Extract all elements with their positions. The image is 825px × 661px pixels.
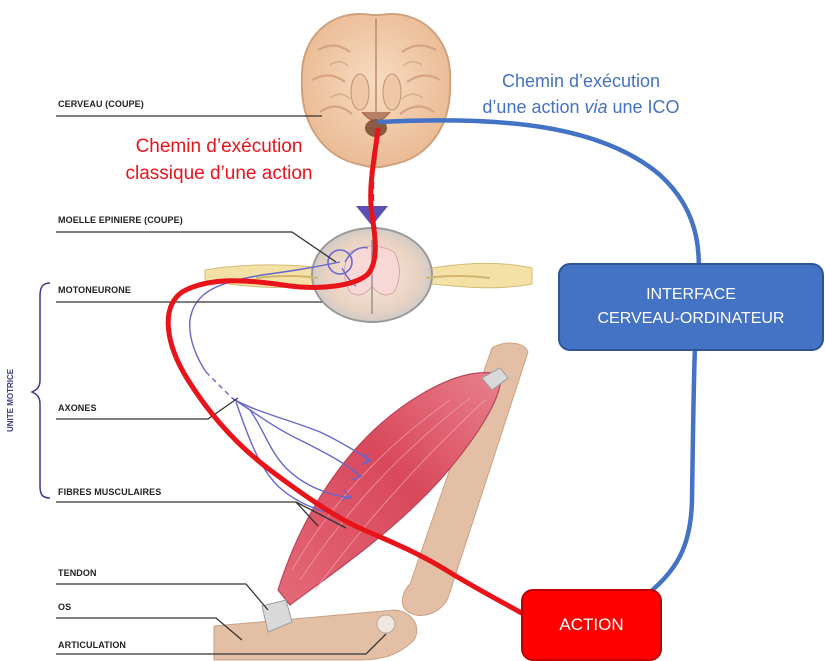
bci-caption-line1: Chemin d’exécution [456, 68, 706, 94]
bci-caption-via: via [585, 97, 608, 117]
classic-path-caption: Chemin d’exécution classique d’une actio… [112, 133, 326, 187]
bci-caption-pre: d’une action [482, 97, 584, 117]
bci-box-line1: INTERFACE [560, 283, 822, 307]
label-unite-motrice: UNITE MOTRICE [6, 369, 15, 432]
bci-path-caption: Chemin d’exécution d’une action via une … [456, 68, 706, 120]
label-moelle-epiniere: MOELLE EPINIERE (COUPE) [58, 215, 183, 225]
motor-unit-bracket [32, 283, 50, 498]
classic-caption-line1: Chemin d’exécution [112, 133, 326, 160]
bci-caption-line2: d’une action via une ICO [456, 94, 706, 120]
bci-box-line2: CERVEAU-ORDINATEUR [560, 307, 822, 331]
bci-box: INTERFACE CERVEAU-ORDINATEUR [558, 263, 824, 351]
label-tendon: TENDON [58, 568, 97, 578]
label-articulation: ARTICULATION [58, 640, 126, 650]
bci-path-line [378, 120, 699, 600]
label-motoneurone: MOTONEURONE [58, 285, 131, 295]
classic-caption-line2: classique d’une action [112, 160, 326, 187]
label-os: OS [58, 602, 71, 612]
label-fibres-musculaires: FIBRES MUSCULAIRES [58, 487, 161, 497]
bci-caption-post: une ICO [608, 97, 680, 117]
action-box: ACTION [521, 589, 662, 661]
label-leader-lines [56, 116, 386, 654]
label-axones: AXONES [58, 403, 97, 413]
label-cerveau: CERVEAU (COUPE) [58, 99, 144, 109]
action-box-label: ACTION [559, 615, 623, 635]
